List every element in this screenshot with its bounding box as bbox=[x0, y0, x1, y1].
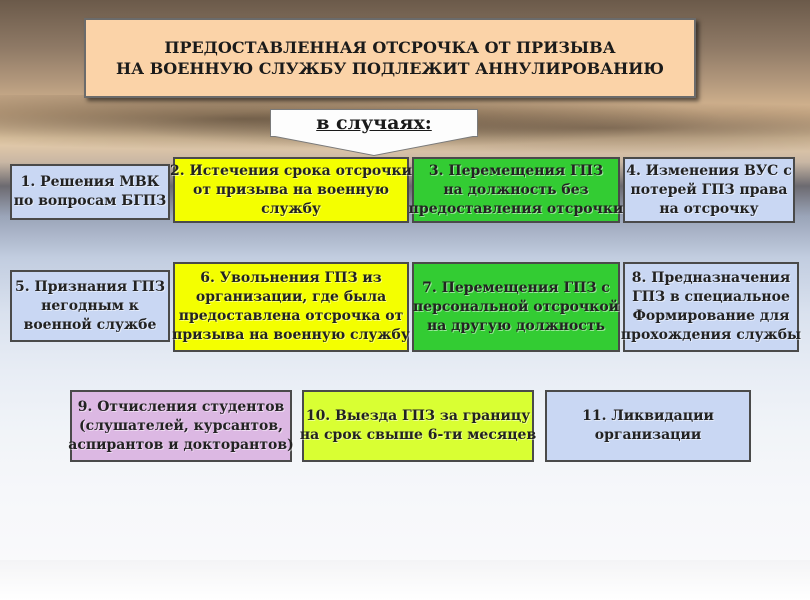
case-box-2: 2. Истечения срока отсрочки от призыва н… bbox=[170, 157, 412, 223]
case-8-line-4: прохождения службы bbox=[620, 327, 802, 343]
case-11-line-2: организации bbox=[594, 427, 702, 443]
case-8-line-1: 8. Предназначения bbox=[631, 270, 791, 286]
case-5-line-3: военной службе bbox=[23, 316, 157, 333]
case-box-11: 11. Ликвидации организации bbox=[545, 390, 751, 462]
case-1-line-1: 1. Решения МВК bbox=[20, 174, 160, 190]
case-7-line-1: 7. Перемещения ГПЗ с bbox=[422, 279, 610, 296]
case-box-5: 5. Признания ГПЗ негодным к военной служ… bbox=[10, 270, 170, 342]
case-5-line-2: негодным к bbox=[41, 297, 139, 314]
title-line-1: ПРЕДОСТАВЛЕННАЯ ОТСРОЧКА ОТ ПРИЗЫВА bbox=[164, 38, 616, 57]
case-10-line-2: на срок свыше 6-ти месяцев bbox=[299, 427, 537, 443]
title-line-2: НА ВОЕННУЮ СЛУЖБУ ПОДЛЕЖИТ АННУЛИРОВАНИЮ bbox=[116, 59, 664, 78]
case-2-line-2: от призыва на военную bbox=[193, 181, 389, 198]
case-2-line-3: службу bbox=[261, 200, 321, 217]
subtitle-text: в случаях: bbox=[316, 112, 432, 134]
case-2-line-1: 2. Истечения срока отсрочки bbox=[170, 162, 412, 179]
case-10-line-1: 10. Выезда ГПЗ за границу bbox=[305, 408, 531, 424]
case-6-line-1: 6. Увольнения ГПЗ из bbox=[200, 270, 382, 286]
case-box-1: 1. Решения МВК по вопросам БГПЗ bbox=[10, 164, 170, 220]
case-7-line-3: на другую должность bbox=[426, 317, 605, 334]
case-9-line-3: аспирантов и докторантов) bbox=[68, 436, 294, 453]
case-4-line-3: на отсрочку bbox=[659, 200, 759, 217]
case-box-9: 9. Отчисления студентов (слушателей, кур… bbox=[68, 390, 294, 462]
case-box-6: 6. Увольнения ГПЗ из организации, где бы… bbox=[172, 262, 410, 352]
case-4-line-2: потерей ГПЗ права bbox=[630, 181, 788, 198]
case-3-line-1: 3. Перемещения ГПЗ bbox=[428, 162, 604, 179]
case-9-line-1: 9. Отчисления студентов bbox=[77, 398, 285, 415]
case-11-line-1: 11. Ликвидации bbox=[582, 408, 714, 424]
case-5-line-1: 5. Признания ГПЗ bbox=[15, 278, 165, 295]
case-6-line-4: призыва на военную службу bbox=[172, 327, 410, 343]
case-box-10: 10. Выезда ГПЗ за границу на срок свыше … bbox=[299, 390, 537, 462]
case-box-7: 7. Перемещения ГПЗ с персональной отсроч… bbox=[412, 262, 620, 352]
case-box-4: 4. Изменения ВУС с потерей ГПЗ права на … bbox=[623, 157, 795, 223]
case-box-3: 3. Перемещения ГПЗ на должность без пред… bbox=[409, 157, 623, 223]
case-8-line-3: Формирование для bbox=[632, 308, 790, 324]
case-1-line-2: по вопросам БГПЗ bbox=[13, 193, 167, 209]
case-3-line-3: предоставления отсрочки bbox=[408, 200, 624, 217]
background-ground bbox=[0, 560, 810, 600]
down-arrow-icon bbox=[270, 135, 478, 155]
case-8-line-2: ГПЗ в специальное bbox=[632, 289, 790, 305]
case-7-line-2: персональной отсрочкой bbox=[412, 298, 620, 315]
case-6-line-2: организации, где была bbox=[195, 289, 387, 305]
case-6-line-3: предоставлена отсрочка от bbox=[178, 308, 404, 324]
case-4-line-1: 4. Изменения ВУС с bbox=[626, 162, 792, 179]
case-box-8: 8. Предназначения ГПЗ в специальное Форм… bbox=[620, 262, 802, 352]
title-box: ПРЕДОСТАВЛЕННАЯ ОТСРОЧКА ОТ ПРИЗЫВА НА В… bbox=[84, 18, 696, 98]
subtitle-banner: в случаях: bbox=[270, 109, 478, 137]
case-9-line-2: (слушателей, курсантов, bbox=[79, 417, 283, 434]
case-3-line-2: на должность без bbox=[443, 181, 589, 198]
